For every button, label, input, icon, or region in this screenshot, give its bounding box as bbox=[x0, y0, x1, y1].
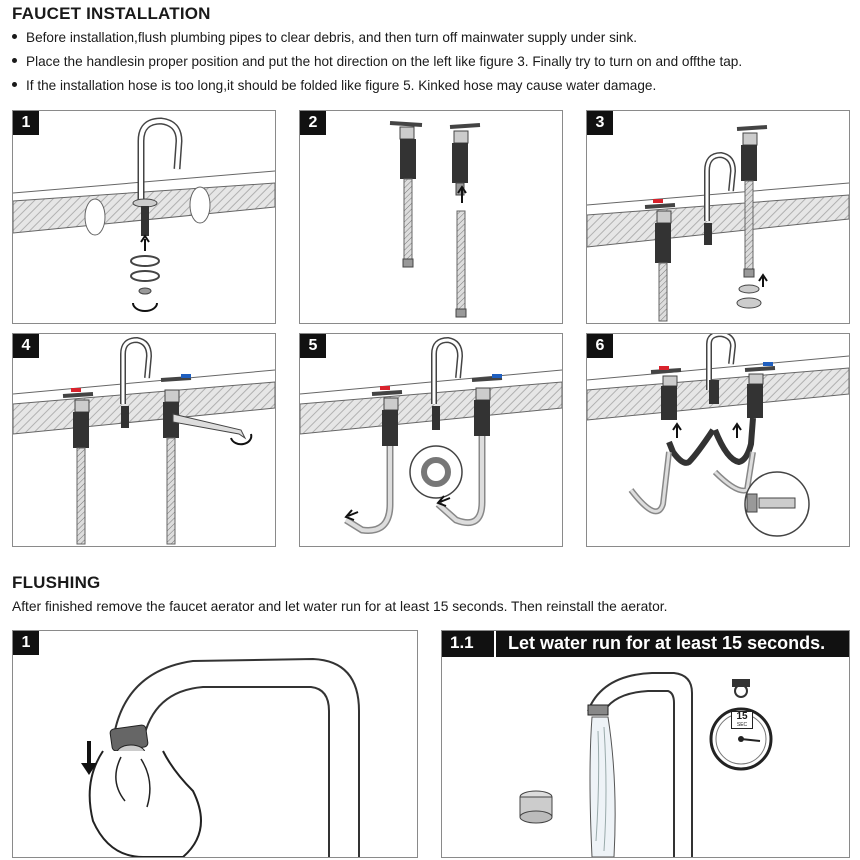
bullet-dot bbox=[12, 81, 17, 87]
timer-unit: SEC bbox=[736, 722, 748, 728]
step-number: 3 bbox=[587, 111, 613, 135]
bullet-item: Place the handlesin proper position and … bbox=[12, 54, 742, 69]
bullet-text: Place the handlesin proper position and … bbox=[26, 54, 743, 69]
bullet-text: Before installation,flush plumbing pipes… bbox=[26, 30, 638, 45]
bullet-text: If the installation hose is too long,it … bbox=[26, 78, 657, 93]
step-number: 2 bbox=[300, 111, 326, 135]
flush-panel-1-1: 1.1 Let water run for at least 15 second… bbox=[441, 630, 850, 858]
step-3-illustration bbox=[587, 125, 849, 322]
bullet-item: If the installation hose is too long,it … bbox=[12, 78, 656, 93]
banner-title: Let water run for at least 15 seconds. bbox=[508, 633, 826, 653]
step-5-illustration bbox=[300, 336, 562, 534]
step-panel-6: 6 bbox=[586, 333, 850, 547]
timer-value: 15 bbox=[736, 711, 748, 722]
flush-panel-1: 1 bbox=[12, 630, 418, 858]
step-number: 1 bbox=[13, 111, 39, 135]
step-panel-3: 3 bbox=[586, 110, 850, 324]
step-panel-5: 5 bbox=[299, 333, 563, 547]
bullet-item: Before installation,flush plumbing pipes… bbox=[12, 30, 637, 45]
step-number: 1.1 bbox=[450, 633, 474, 652]
step-1-illustration bbox=[13, 117, 275, 312]
remove-aerator-illustration bbox=[81, 657, 360, 857]
step-panel-2: 2 bbox=[299, 110, 563, 324]
step-panel-1: 1 bbox=[12, 110, 276, 324]
bullet-dot bbox=[12, 33, 17, 39]
step-number: 1 bbox=[13, 631, 39, 655]
step-panel-4: 4 bbox=[12, 333, 276, 547]
water-run-illustration bbox=[519, 672, 773, 857]
step-4-illustration bbox=[13, 336, 275, 545]
step-number: 5 bbox=[300, 334, 326, 358]
step-6-illustration bbox=[587, 334, 849, 537]
timer-readout: 15 SEC bbox=[731, 711, 753, 729]
banner-divider bbox=[494, 631, 496, 657]
bullet-dot bbox=[12, 57, 17, 63]
step-number: 4 bbox=[13, 334, 39, 358]
step-number: 6 bbox=[587, 334, 613, 358]
section-title-installation: FAUCET INSTALLATION bbox=[12, 4, 211, 23]
section-title-flushing: FLUSHING bbox=[12, 573, 101, 592]
step-2-illustration bbox=[389, 121, 481, 318]
flushing-instructions: After finished remove the faucet aerator… bbox=[12, 599, 668, 614]
step-banner: 1.1 Let water run for at least 15 second… bbox=[442, 631, 849, 657]
